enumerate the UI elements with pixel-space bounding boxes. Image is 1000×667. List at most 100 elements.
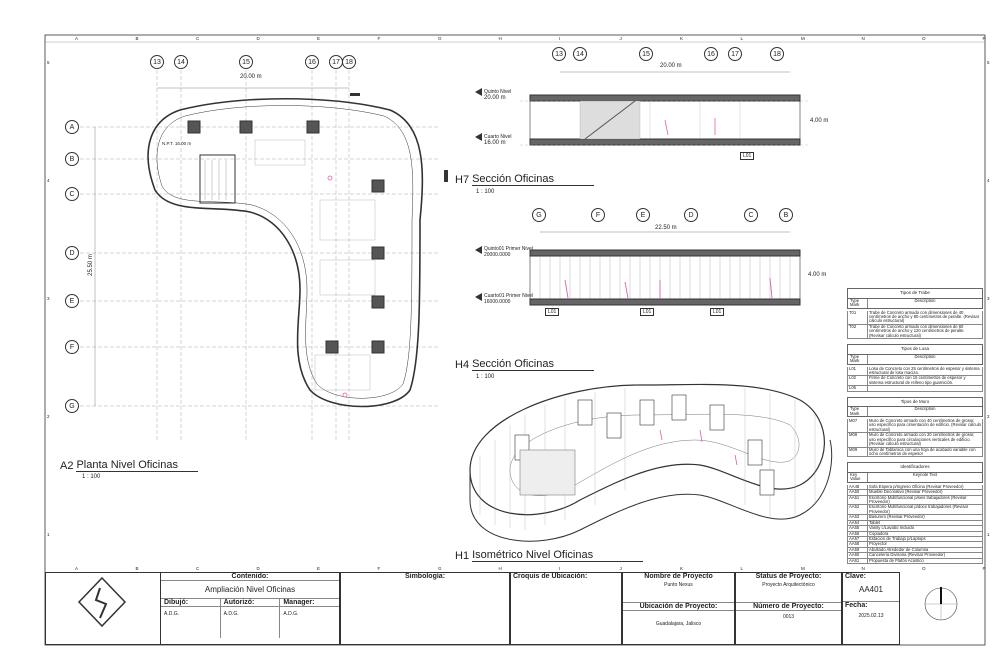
- sheet-col-ref: F: [377, 36, 381, 41]
- row-description: Muro de Concreto armado con 20 centímetr…: [869, 432, 975, 447]
- row-description: Escritorio Multifuncional p/seis trabaja…: [869, 494, 967, 505]
- grid-bubble-col: B: [779, 208, 793, 222]
- level-name: Quinto01 Primer Nivel: [484, 246, 533, 252]
- sheet-col-ref: P: [982, 36, 986, 41]
- sheet-col-ref: N: [861, 566, 865, 571]
- plan-level-tag: N.P.T. 16.00 m: [162, 141, 192, 146]
- sheet-col-ref: C: [196, 566, 200, 571]
- plan-view-title: Planta Nivel Oficinas: [76, 459, 198, 472]
- row-description: Firme de Concreto con 15 centímetros de …: [869, 375, 966, 385]
- row-description: Muro de Concreto armado con 40 centímetr…: [869, 418, 981, 432]
- schedule-title: Tipos de Muro: [847, 396, 983, 408]
- sheet-col-ref: B: [135, 566, 139, 571]
- grid-bubble-col: 13: [150, 55, 164, 69]
- sheet-col-ref: G: [438, 36, 442, 41]
- col-header: Key Value: [848, 472, 868, 482]
- sheet-col-ref: O: [922, 566, 926, 571]
- h7-overall-width: 20.00 m: [660, 63, 682, 69]
- section-h7-title: H7 Sección Oficinas: [455, 166, 594, 186]
- row-key: AA51: [848, 495, 868, 505]
- sheet-col-ref: A: [75, 36, 79, 41]
- sheet-col-ref: M: [801, 36, 805, 41]
- row-description: Cancelería Divisoria (Revisar Proveedor): [869, 552, 946, 558]
- row-description: [868, 386, 982, 390]
- row-description: Basurero (Revisar Proveedor): [869, 514, 925, 520]
- level-elev: 20.00 m: [484, 95, 506, 101]
- row-key: AA61: [848, 558, 868, 563]
- fecha-label: Fecha:: [843, 601, 899, 609]
- schedule-title: Tipos de Trabe: [847, 288, 983, 299]
- grid-bubble-col: F: [591, 208, 605, 222]
- row-key: AA55: [848, 525, 868, 531]
- autorizo-value: A.D.G.: [223, 611, 239, 617]
- section-h4-title-text: Sección Oficinas: [472, 358, 594, 371]
- section-h4-drawing: [529, 231, 801, 306]
- sheet-row-ref: 1: [47, 532, 50, 537]
- row-description: Muro de Tablaroca con una hoja de acabad…: [869, 446, 976, 456]
- row-key: T01: [848, 310, 868, 324]
- row-description: Tablet: [869, 519, 881, 525]
- sheet-row-ref: 5: [47, 60, 50, 65]
- sheet-col-ref: N: [861, 36, 865, 41]
- row-key: AA59: [848, 547, 868, 553]
- sheet-col-ref: J: [619, 566, 622, 571]
- grid-bubble-col: 17: [329, 55, 343, 69]
- grid-bubble-col: E: [636, 208, 650, 222]
- sheet-col-ref: D: [256, 566, 260, 571]
- row-key: AA53: [848, 514, 868, 520]
- floor-plan-drawing: [80, 70, 440, 440]
- simbologia-box: Simbología:: [340, 572, 510, 645]
- sheet-col-ref: D: [256, 36, 260, 41]
- section-h7-number: H7: [455, 174, 470, 186]
- level-elev: 20000.0000: [484, 252, 511, 258]
- plan-title: A2 Planta Nivel Oficinas: [60, 459, 198, 472]
- grid-bubble-col: 15: [639, 47, 653, 61]
- col-header: Type Mark: [848, 354, 868, 364]
- ubicacion-value: Guadalajara, Jalisco: [655, 621, 702, 627]
- proyecto-box: Nombre de Proyecto Punto Nexus Ubicación…: [622, 572, 735, 645]
- level-elev: 16.00 m: [484, 140, 506, 146]
- section-h4-number: H4: [455, 359, 470, 371]
- row-key: M09: [848, 447, 868, 457]
- dibujo-value: A.D.G.: [164, 611, 180, 617]
- nombre-value: Punto Nexus: [664, 582, 693, 588]
- h7-height-dim: 4.00 m: [810, 118, 829, 124]
- row-description: Sofa Espera p/Ingreso Oficina (Revisar P…: [869, 483, 964, 489]
- section-h7-title-text: Sección Oficinas: [472, 173, 594, 186]
- h4-slab-tag: L01: [545, 308, 560, 316]
- row-key: AA57: [848, 536, 868, 542]
- grid-bubble-col: G: [532, 208, 546, 222]
- grid-bubble-col: 15: [239, 55, 253, 69]
- schedule-title: Tipos de Losa: [847, 343, 983, 355]
- croquis-box: Croquis de Ubicación:: [510, 572, 622, 645]
- sheet-col-ref: I: [559, 566, 561, 571]
- grid-bubble-row: D: [65, 246, 79, 260]
- row-description: Propuesta de Plafón Acústico: [869, 557, 924, 563]
- grid-bubble-col: 13: [552, 47, 566, 61]
- plan-overall-height: 25.50 m: [87, 254, 94, 276]
- grid-bubble-col: 16: [305, 55, 319, 69]
- row-key: L02: [848, 376, 868, 386]
- grid-bubble-col: 14: [573, 47, 587, 61]
- iso-title-text: Isométrico Nivel Oficinas: [472, 549, 644, 562]
- section-h4-scale: 1 : 100: [476, 374, 495, 380]
- grid-bubble-col: C: [744, 208, 758, 222]
- fecha-value: 2025.02.13: [858, 613, 884, 619]
- sheet-col-ref: K: [680, 36, 684, 41]
- sheet-col-ref: B: [135, 36, 139, 41]
- iso-number: H1: [455, 550, 470, 562]
- clave-box: Clave: AA401 Fecha: 2025.02.13: [842, 572, 900, 645]
- h4-height-dim: 4.00 m: [808, 272, 827, 278]
